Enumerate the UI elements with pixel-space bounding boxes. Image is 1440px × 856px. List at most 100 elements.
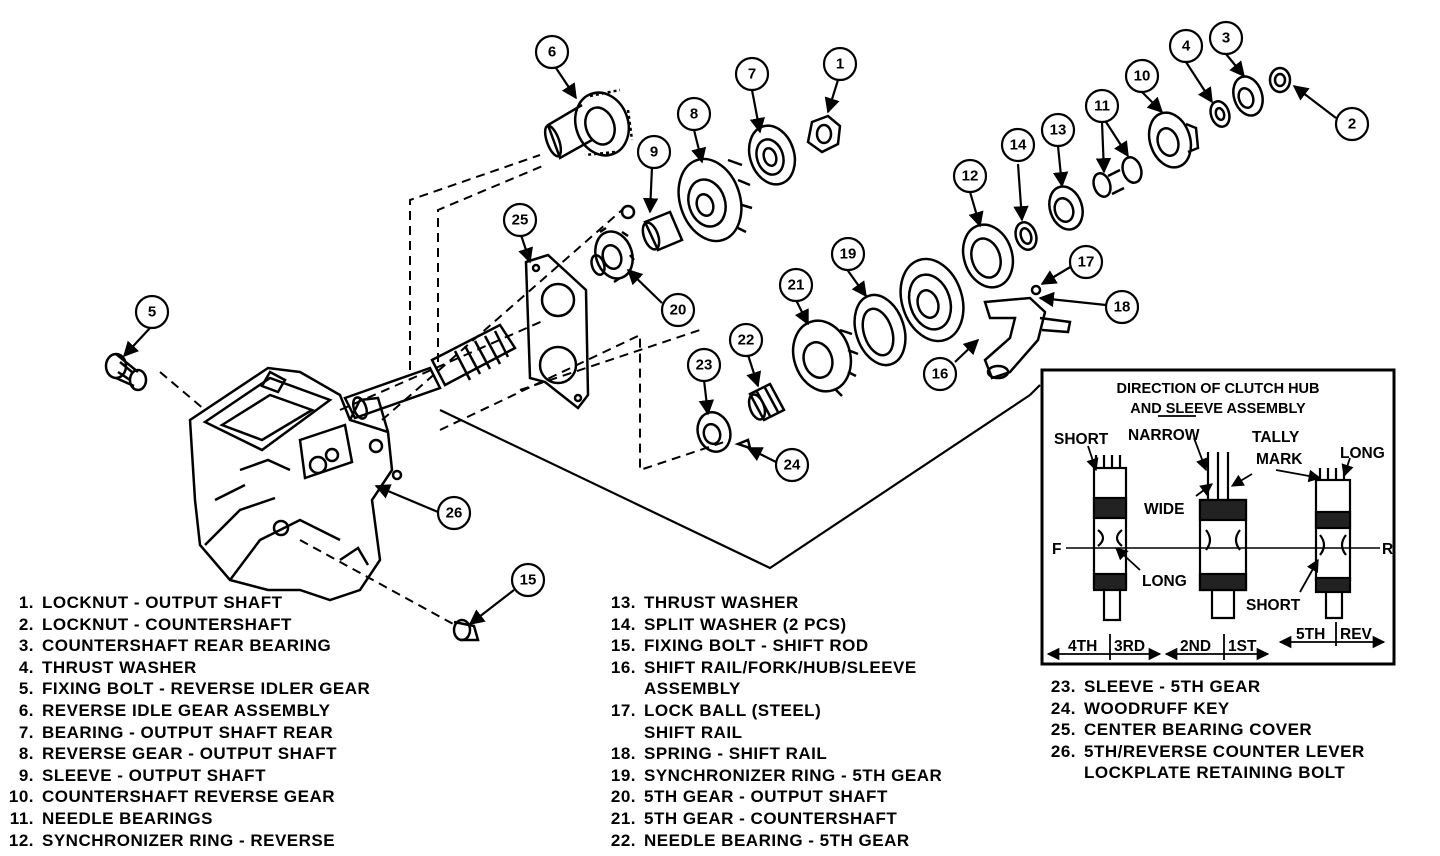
inset-f: F	[1052, 541, 1061, 558]
callout-4	[1168, 28, 1204, 64]
legend-num: 16.	[610, 657, 636, 677]
callout-label-12: 12	[962, 168, 979, 185]
split-washer	[1014, 221, 1038, 251]
legend-item: 22. NEEDLE BEARING - 5TH GEAR	[598, 830, 942, 852]
legend-text: SHIFT RAIL	[644, 722, 743, 742]
parts-legend-right: 23.SLEEVE - 5TH GEAR 24.WOODRUFF KEY 25.…	[1038, 676, 1365, 784]
callout-label-7: 7	[748, 66, 756, 83]
legend-text: THRUST WASHER	[42, 657, 197, 677]
legend-text: THRUST WASHER	[644, 593, 799, 612]
callout-8	[676, 96, 712, 132]
legend-item: 10.COUNTERSHAFT REVERSE GEAR	[2, 786, 370, 808]
legend-text: LOCKNUT - COUNTERSHAFT	[42, 614, 292, 634]
callout-label-1: 1	[836, 56, 844, 73]
callout-3	[1208, 20, 1244, 56]
inset-r: R	[1382, 541, 1393, 558]
inset-long-right: LONG	[1340, 445, 1385, 462]
legend-num: 9.	[18, 765, 34, 785]
callout-label-6: 6	[548, 44, 556, 61]
legend-num: 20.	[610, 787, 636, 807]
inset-wide: WIDE	[1144, 501, 1184, 518]
legend-text: ASSEMBLY	[644, 679, 741, 699]
callout-label-22: 22	[738, 332, 755, 349]
callout-label-13: 13	[1050, 122, 1067, 139]
callout-label-2: 2	[1348, 116, 1356, 133]
legend-num: 8.	[18, 744, 34, 764]
callout-25	[502, 202, 538, 238]
legend-num: 22.	[610, 830, 636, 850]
legend-item: 2.LOCKNUT - COUNTERSHAFT	[2, 614, 370, 636]
legend-num: 14.	[610, 614, 636, 634]
legend-item: 24.WOODRUFF KEY	[1038, 698, 1365, 720]
legend-text: 5TH/REVERSE COUNTER LEVER	[1084, 741, 1365, 761]
callout-label-3: 3	[1222, 30, 1230, 47]
thrust-washer-13	[1048, 185, 1084, 231]
legend-text: NEEDLE BEARING - 5TH GEAR	[644, 830, 910, 850]
legend-item: 19.SYNCHRONIZER RING - 5TH GEAR	[598, 765, 942, 787]
callout-label-17: 17	[1078, 254, 1095, 271]
shift-rail-fork-hub-sleeve	[899, 257, 1072, 380]
legend-item: 11. NEEDLE BEARINGS	[2, 808, 370, 830]
legend-num: 15.	[610, 636, 636, 656]
callout-22	[728, 322, 764, 358]
callout-2	[1334, 106, 1370, 142]
legend-num	[598, 678, 644, 700]
needle-bearing-fifth-gear	[747, 382, 786, 422]
callout-24	[774, 447, 810, 483]
legend-text: WOODRUFF KEY	[1084, 698, 1230, 718]
legend-num: 1.	[18, 593, 34, 612]
legend-item: 21.5TH GEAR - COUNTERSHAFT	[598, 808, 942, 830]
inset-gear-3rd: 3RD	[1114, 638, 1145, 655]
legend-item: 16. SHIFT RAIL/FORK/HUB/SLEEVE	[598, 657, 942, 679]
legend-item: ASSEMBLY	[598, 678, 942, 700]
callout-label-14: 14	[1010, 137, 1027, 154]
legend-text: NEEDLE BEARINGS	[42, 808, 213, 828]
legend-num: 3.	[18, 636, 34, 656]
synchronizer-ring-fifth	[853, 293, 907, 367]
legend-text: SYNCHRONIZER RING - 5TH GEAR	[644, 765, 943, 785]
legend-text: SHIFT RAIL/FORK/HUB/SLEEVE	[644, 657, 917, 677]
legend-item: 14.SPLIT WASHER (2 PCS)	[598, 614, 942, 636]
legend-num: 26.	[1050, 741, 1076, 761]
woodruff-key	[734, 438, 752, 450]
callout-13	[1040, 112, 1076, 148]
leader-lines	[122, 53, 1337, 625]
callout-14	[1000, 127, 1036, 163]
output-shaft-sleeve	[620, 204, 684, 252]
legend-num: 12.	[8, 830, 34, 850]
small-parts	[391, 284, 1042, 481]
callout-label-10: 10	[1134, 68, 1151, 85]
legend-text: SPRING - SHIFT RAIL	[644, 744, 828, 764]
legend-item: 1.LOCKNUT - OUTPUT SHAFT	[2, 592, 370, 614]
callout-21	[778, 267, 814, 303]
legend-text: CENTER BEARING COVER	[1084, 720, 1313, 740]
legend-item: SHIFT RAIL	[598, 722, 942, 744]
legend-item: 4.THRUST WASHER	[2, 657, 370, 679]
callout-12	[952, 158, 988, 194]
legend-item: 23.SLEEVE - 5TH GEAR	[1038, 676, 1365, 698]
countershaft-locknut	[1268, 66, 1292, 94]
callout-label-19: 19	[840, 246, 857, 263]
legend-num: 18.	[610, 744, 636, 764]
callout-label-26: 26	[446, 505, 463, 522]
callout-label-11: 11	[1094, 98, 1110, 115]
legend-text: BEARING - OUTPUT SHAFT REAR	[42, 722, 334, 742]
inset-gear-5th: 5TH	[1296, 626, 1325, 643]
legend-item: 9. SLEEVE - OUTPUT SHAFT	[2, 765, 370, 787]
inset-title-line2: AND SLEEVE ASSEMBLY	[1130, 401, 1306, 417]
legend-text: SLEEVE - OUTPUT SHAFT	[42, 765, 266, 785]
callout-label-4: 4	[1182, 38, 1191, 55]
legend-text: FIXING BOLT - REVERSE IDLER GEAR	[42, 679, 371, 699]
reverse-gear-output-shaft	[677, 157, 753, 243]
legend-item: 26. 5TH/REVERSE COUNTER LEVER	[1038, 741, 1365, 763]
parts-legend-middle: 13.THRUST WASHER 14.SPLIT WASHER (2 PCS)…	[598, 592, 942, 851]
callout-label-15: 15	[520, 572, 537, 589]
callout-19	[830, 236, 866, 272]
countershaft-reverse-gear	[1147, 111, 1200, 169]
callout-label-5: 5	[148, 304, 156, 321]
callout-10	[1124, 58, 1160, 94]
callout-26	[436, 495, 472, 531]
inset-title-line1: DIRECTION OF CLUTCH HUB	[1117, 381, 1320, 397]
legend-num: 11.	[9, 808, 34, 828]
